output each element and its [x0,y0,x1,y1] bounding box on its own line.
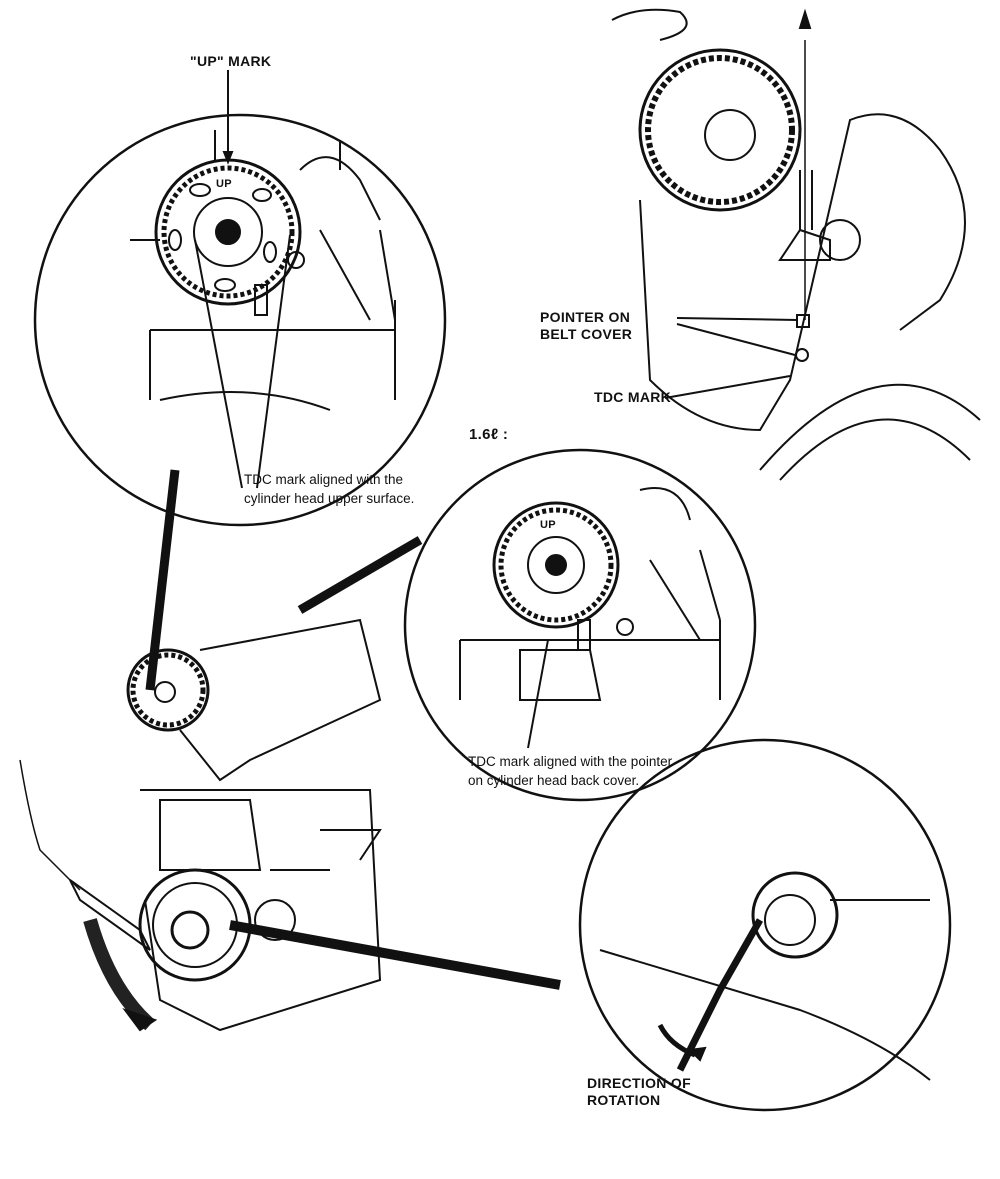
camshaft-pulley-middle [459,487,721,701]
pointer-mark-icon [798,8,812,29]
camshaft-pulley-upper [130,130,396,411]
detail-circle-lower [578,738,952,1112]
pointer-leaders [664,317,798,399]
connector-band-lower [229,920,561,990]
tdc-note-upper: TDC mark aligned with the cylinder head … [244,472,415,506]
tdc-mark-label: TDC MARK [594,389,672,405]
engine-variant-label: 1.6ℓ : [469,426,509,443]
tdc-note-pointer: TDC mark aligned with the pointer on cyl… [468,754,673,788]
detail-circle-upper [33,113,447,527]
gear-up-text: UP [540,519,556,531]
engine-main [19,618,382,1032]
engine-front-view [611,8,981,481]
direction-of-rotation-label: DIRECTION OF ROTATION [587,1075,691,1108]
tdc-upper-leader [194,234,291,489]
detail-circle-middle [403,448,757,802]
rotation-arrow-icon [122,1008,158,1032]
pointer-on-belt-cover-label: POINTER ON BELT COVER [540,309,633,342]
gear-up-text: UP [216,178,232,190]
tdc-pointer-leader [527,639,549,749]
crank-pulley-detail [599,871,931,1081]
up-mark-label: "UP" MARK [190,53,272,69]
